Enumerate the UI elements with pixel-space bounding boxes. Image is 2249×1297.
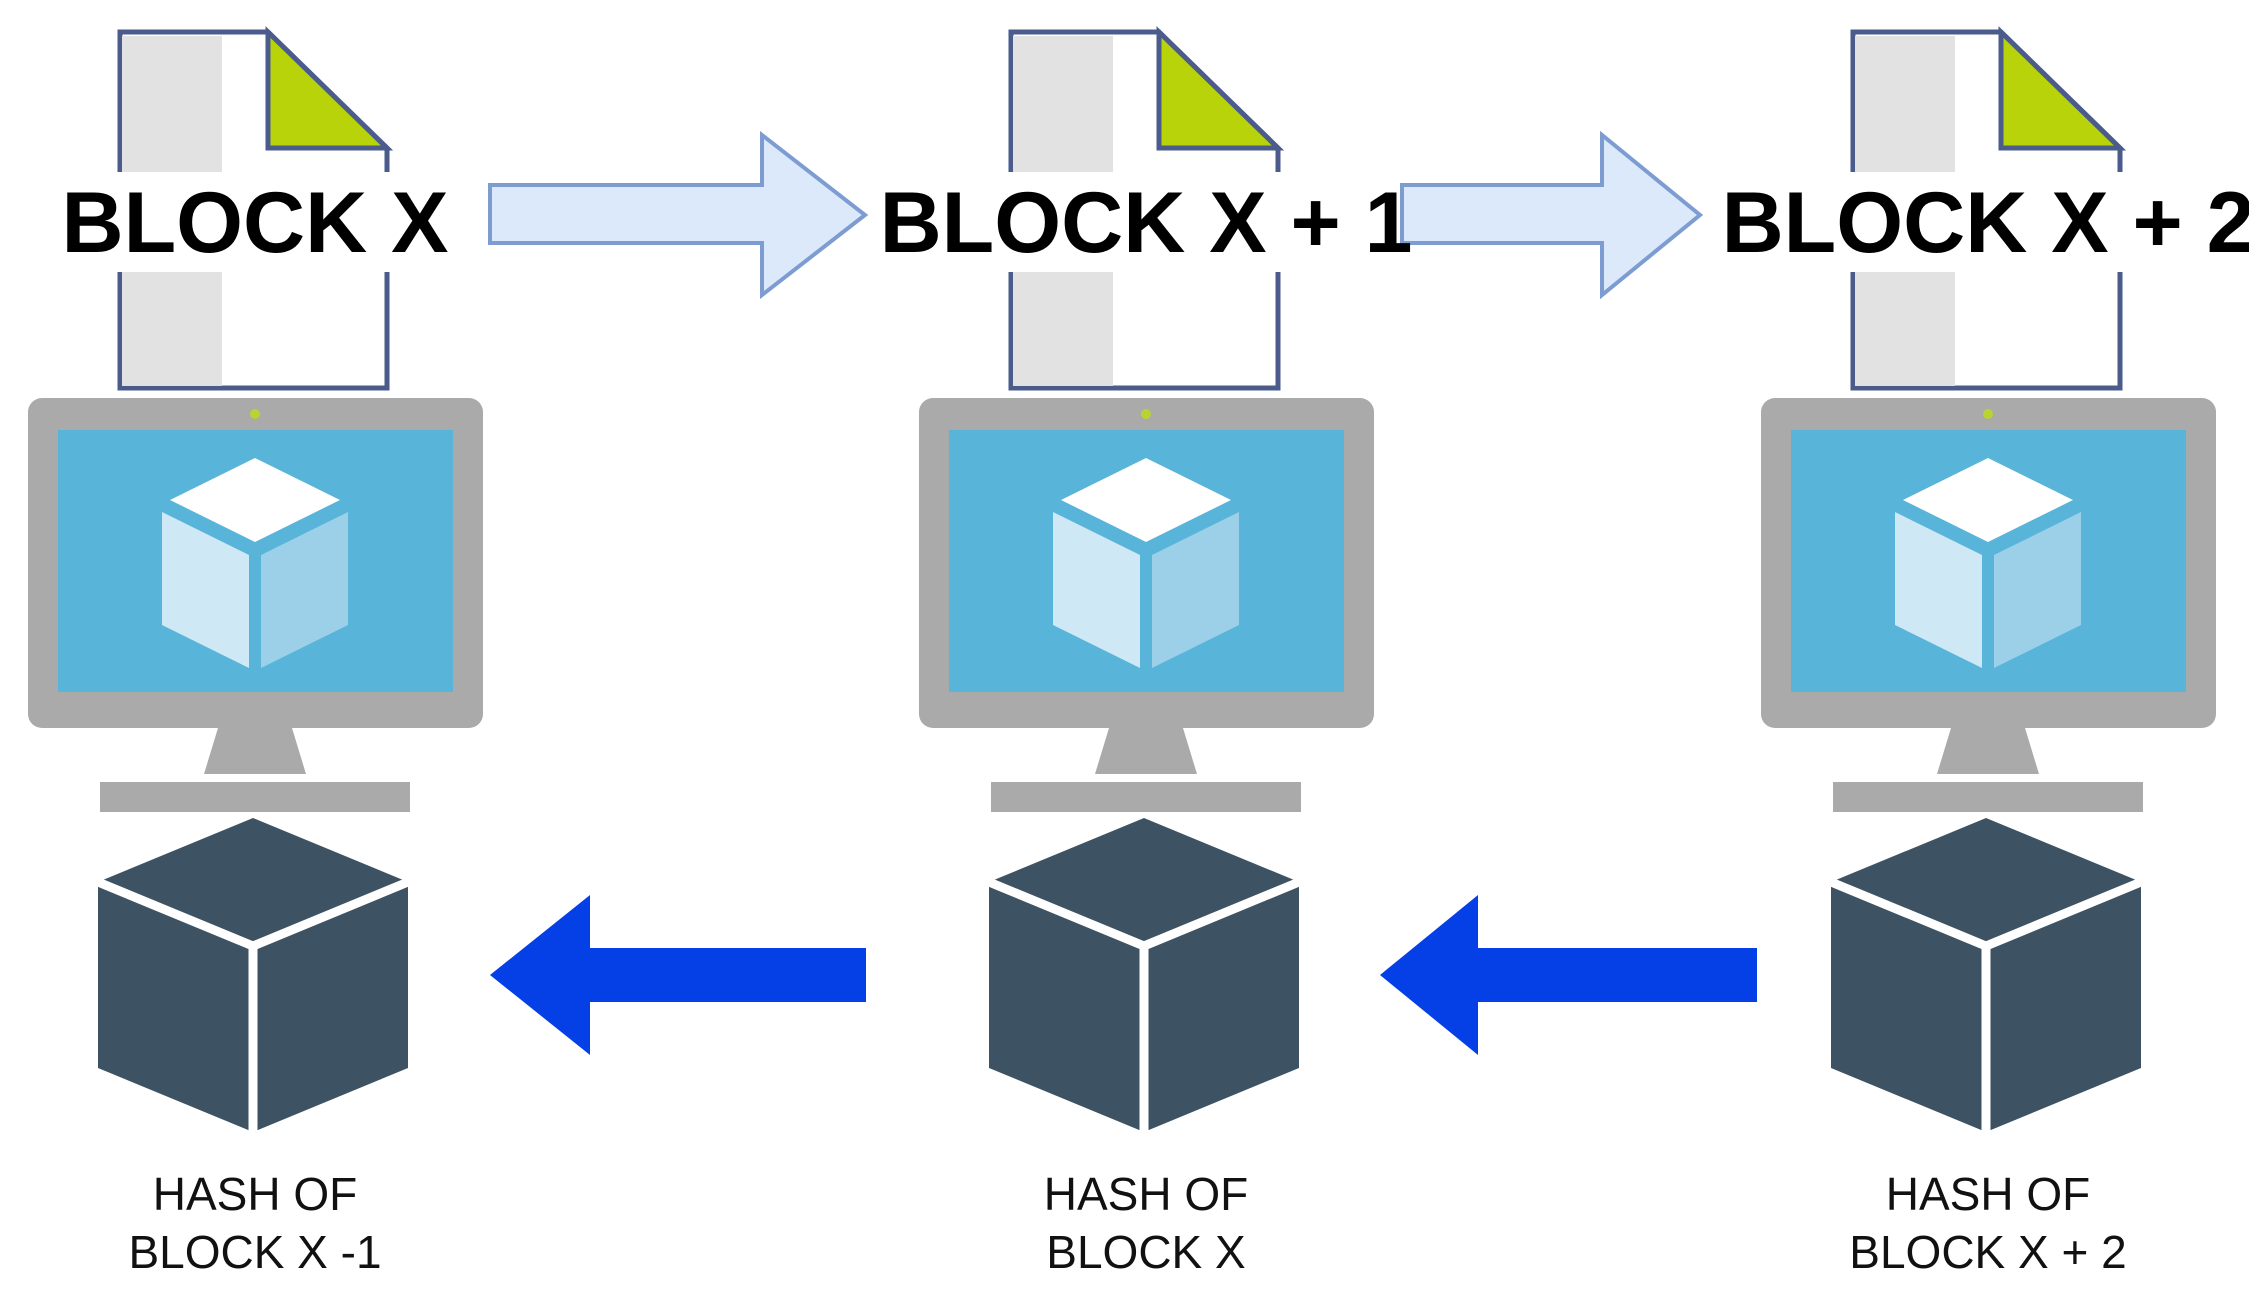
forward-arrow-1: [488, 130, 869, 300]
hash-label-line2: BLOCK X + 2: [1849, 1226, 2126, 1278]
hash-cube-icon: [987, 818, 1301, 1132]
hash-label-line2: BLOCK X -1: [128, 1226, 381, 1278]
cube-icon: [162, 458, 348, 668]
hash-label-line2: BLOCK X: [1046, 1226, 1245, 1278]
block-label: BLOCK X + 1: [880, 175, 1413, 271]
monitor-icon: [919, 398, 1374, 812]
block-group-x: [28, 26, 483, 1132]
back-arrow-2: [1380, 895, 1757, 1055]
back-arrow-1: [490, 895, 866, 1055]
cube-icon: [1895, 458, 2081, 668]
hash-label-line1: HASH OF: [153, 1168, 357, 1220]
hash-cube-icon: [1829, 818, 2143, 1132]
hash-label-line1: HASH OF: [1886, 1168, 2090, 1220]
cube-icon: [1053, 458, 1239, 668]
hash-label-line1: HASH OF: [1044, 1168, 1248, 1220]
monitor-icon: [1761, 398, 2216, 812]
block-label: BLOCK X: [62, 175, 449, 271]
monitor-icon: [28, 398, 483, 812]
hash-cube-icon: [96, 818, 410, 1132]
block-group-x-plus-1: [911, 26, 1411, 1132]
block-label: BLOCK X + 2: [1722, 175, 2249, 271]
block-group-x-plus-2: [1751, 26, 2249, 1132]
forward-arrow-2: [1400, 130, 1704, 300]
